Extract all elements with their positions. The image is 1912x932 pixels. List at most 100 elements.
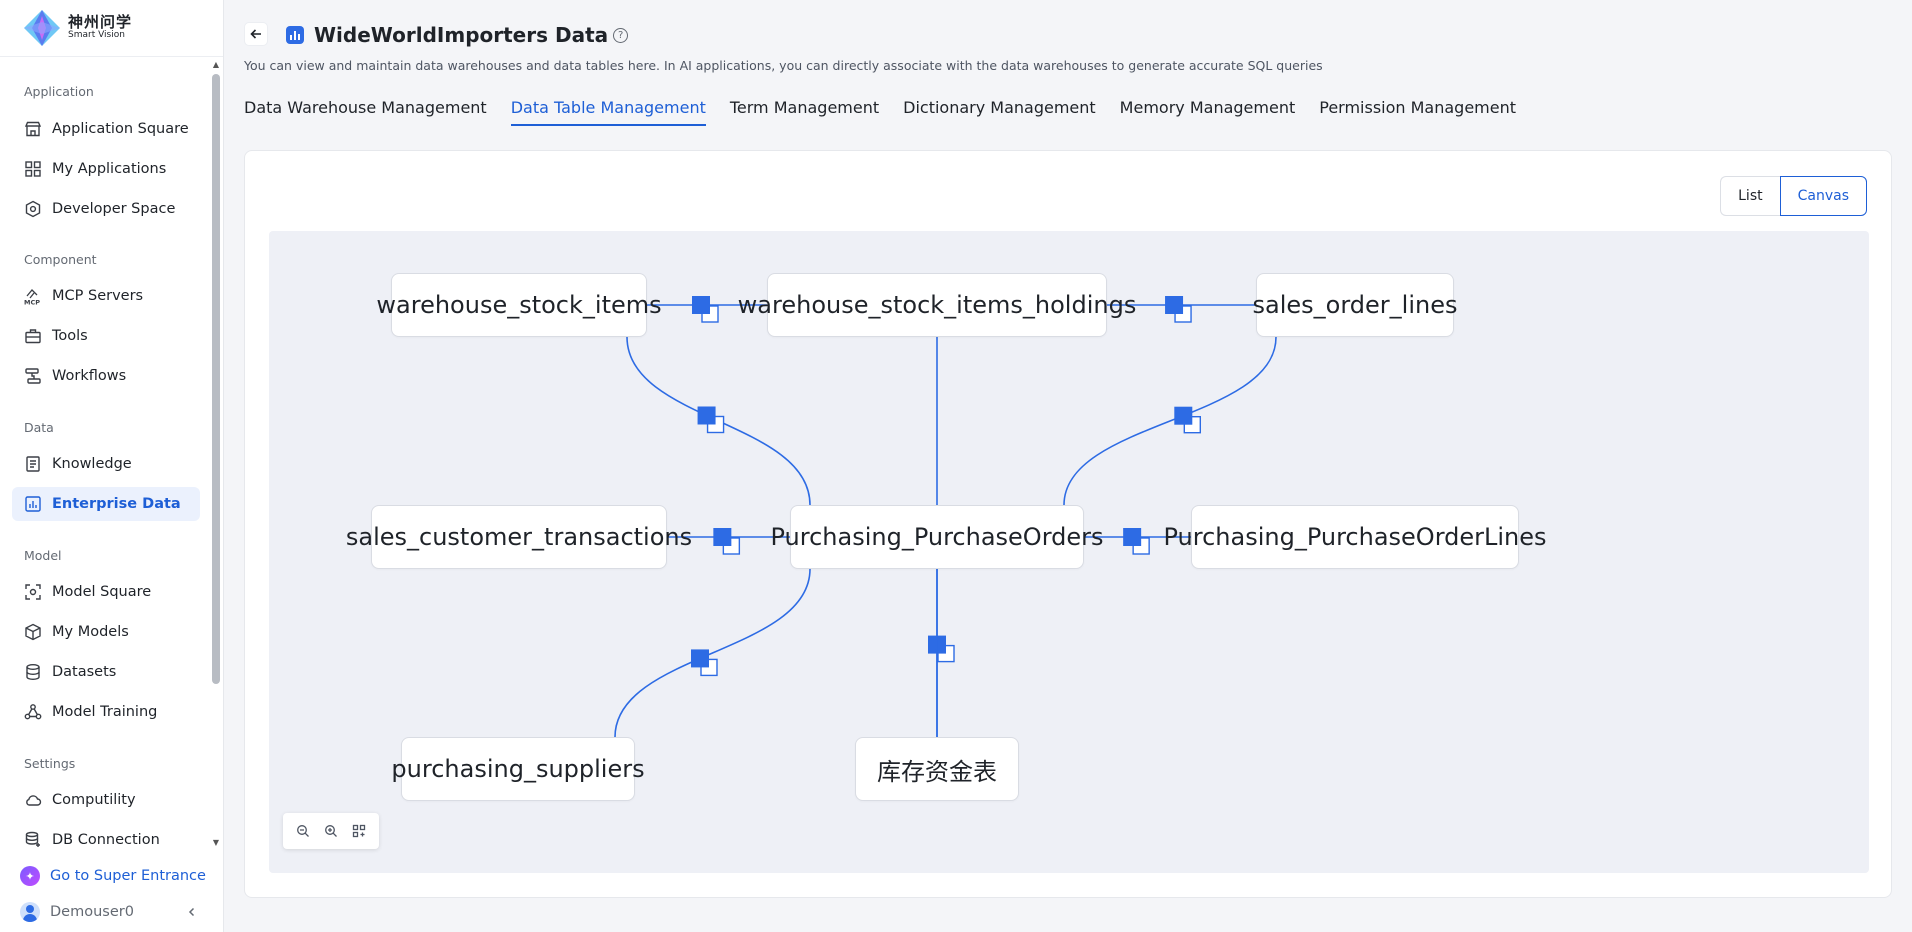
page-title: WideWorldImporters Data	[314, 23, 609, 47]
hexagon-icon	[24, 200, 42, 218]
page-header: WideWorldImporters Data ?	[286, 22, 629, 48]
view-toggle: List Canvas	[1720, 176, 1867, 216]
tab-permission-management[interactable]: Permission Management	[1319, 98, 1517, 117]
table-node[interactable]: 库存资金表	[855, 737, 1019, 801]
logo-icon	[22, 8, 62, 48]
table-node[interactable]: warehouse_stock_items_holdings	[738, 273, 1136, 337]
relation-marker-icon[interactable]	[690, 649, 718, 677]
table-node[interactable]: Purchasing_PurchaseOrders	[770, 505, 1104, 569]
sidebar-item-label: Application Square	[52, 121, 189, 137]
relation-marker-icon[interactable]	[1165, 296, 1192, 323]
training-icon	[24, 703, 42, 721]
section-label-component: Component	[24, 252, 97, 267]
table-node[interactable]: sales_order_lines	[1253, 273, 1457, 337]
sidebar-item-label: Datasets	[52, 664, 117, 680]
sidebar-item-label: Tools	[52, 328, 88, 344]
tab-bar: Data Warehouse Management Data Table Man…	[244, 98, 1540, 126]
sidebar-scrollbar[interactable]: ▲ ▼	[210, 60, 222, 850]
sidebar-item-mcp-servers[interactable]: MCP MCP Servers	[12, 279, 200, 313]
sidebar-item-developer-space[interactable]: Developer Space	[12, 192, 200, 226]
tab-memory-management[interactable]: Memory Management	[1119, 98, 1296, 117]
book-icon	[24, 455, 42, 473]
canvas-view-button[interactable]: Canvas	[1779, 176, 1867, 216]
bar-chart-icon	[286, 26, 304, 44]
chevron-left-icon	[188, 907, 195, 917]
svg-text:MCP: MCP	[24, 299, 40, 306]
relationship-edge[interactable]	[1063, 336, 1277, 506]
user-name: Demouser0	[50, 904, 134, 920]
content-panel: List Canvas warehouse_stock_items wareho…	[244, 150, 1892, 898]
db-connection-icon	[24, 831, 42, 849]
divider	[0, 56, 223, 57]
sidebar-item-label: Model Training	[52, 704, 158, 720]
toolbox-icon	[24, 327, 42, 345]
sidebar-item-label: My Applications	[52, 161, 167, 177]
help-icon[interactable]: ?	[613, 27, 629, 43]
sidebar-item-label: Computility	[52, 792, 136, 808]
logo-subtitle: Smart Vision	[68, 30, 125, 41]
table-node[interactable]: Purchasing_PurchaseOrderLines	[1163, 505, 1547, 569]
sidebar-item-enterprise-data[interactable]: Enterprise Data	[12, 487, 200, 521]
mcp-icon: MCP	[24, 287, 42, 305]
collapse-sidebar-button[interactable]	[182, 902, 202, 922]
sidebar-item-my-models[interactable]: My Models	[12, 615, 200, 649]
sidebar-item-label: Workflows	[52, 368, 127, 384]
sidebar-item-my-applications[interactable]: My Applications	[12, 152, 200, 186]
sidebar-item-workflows[interactable]: Workflows	[12, 359, 200, 393]
relation-marker-icon[interactable]	[692, 296, 719, 323]
logo[interactable]: 神州问学 Smart Vision	[22, 8, 132, 48]
sidebar-item-db-connection[interactable]: DB Connection	[12, 823, 200, 852]
cloud-icon	[24, 791, 42, 809]
zoom-in-icon[interactable]	[320, 820, 342, 842]
workflow-icon	[24, 367, 42, 385]
user-profile[interactable]: Demouser0	[20, 902, 202, 922]
relation-marker-icon[interactable]	[697, 406, 725, 434]
sidebar-item-label: Developer Space	[52, 201, 176, 217]
scroll-thumb[interactable]	[212, 74, 220, 684]
table-node[interactable]: purchasing_suppliers	[391, 737, 645, 801]
tab-term-management[interactable]: Term Management	[729, 98, 880, 117]
sidebar-item-tools[interactable]: Tools	[12, 319, 200, 353]
relation-marker-icon[interactable]	[1174, 406, 1202, 434]
relation-marker-icon[interactable]	[713, 528, 741, 555]
sidebar-item-label: Enterprise Data	[52, 496, 181, 512]
table-node[interactable]: warehouse_stock_items	[376, 273, 662, 337]
zoom-controls	[283, 813, 379, 849]
section-label-data: Data	[24, 420, 54, 435]
tab-data-warehouse-management[interactable]: Data Warehouse Management	[244, 98, 487, 117]
avatar	[20, 902, 40, 922]
sidebar-item-label: DB Connection	[52, 832, 160, 848]
scroll-down-arrow-icon[interactable]: ▼	[212, 838, 220, 847]
sparkle-icon: ✦	[20, 866, 40, 886]
page-description: You can view and maintain data warehouse…	[244, 58, 1323, 73]
back-button[interactable]	[244, 22, 268, 46]
scroll-up-arrow-icon[interactable]: ▲	[212, 60, 220, 69]
relationship-canvas[interactable]: warehouse_stock_items warehouse_stock_it…	[269, 231, 1869, 873]
scan-icon	[24, 583, 42, 601]
relation-marker-icon[interactable]	[1123, 528, 1150, 555]
fit-view-icon[interactable]	[348, 820, 370, 842]
sidebar-item-application-square[interactable]: Application Square	[12, 112, 200, 146]
main-content: WideWorldImporters Data ? You can view a…	[224, 0, 1912, 932]
grid-icon	[24, 160, 42, 178]
relationship-edges	[614, 296, 1277, 738]
zoom-out-icon[interactable]	[292, 820, 314, 842]
sidebar-item-label: Knowledge	[52, 456, 132, 472]
tab-data-table-management[interactable]: Data Table Management	[510, 98, 706, 126]
arrow-left-icon	[250, 29, 261, 39]
sidebar-item-datasets[interactable]: Datasets	[12, 655, 200, 689]
sidebar-item-label: Model Square	[52, 584, 152, 600]
tab-dictionary-management[interactable]: Dictionary Management	[903, 98, 1096, 117]
table-node[interactable]: sales_customer_transactions	[346, 505, 692, 569]
relation-marker-icon[interactable]	[928, 635, 955, 663]
sidebar-item-knowledge[interactable]: Knowledge	[12, 447, 200, 481]
section-label-model: Model	[24, 548, 62, 563]
sidebar-item-model-training[interactable]: Model Training	[12, 695, 200, 729]
list-view-button[interactable]: List	[1720, 176, 1780, 216]
super-entrance-link[interactable]: ✦ Go to Super Entrance	[20, 866, 206, 886]
store-icon	[24, 120, 42, 138]
sidebar-item-model-square[interactable]: Model Square	[12, 575, 200, 609]
sidebar-item-computility[interactable]: Computility	[12, 783, 200, 817]
cube-icon	[24, 623, 42, 641]
relationship-edge[interactable]	[614, 568, 811, 738]
